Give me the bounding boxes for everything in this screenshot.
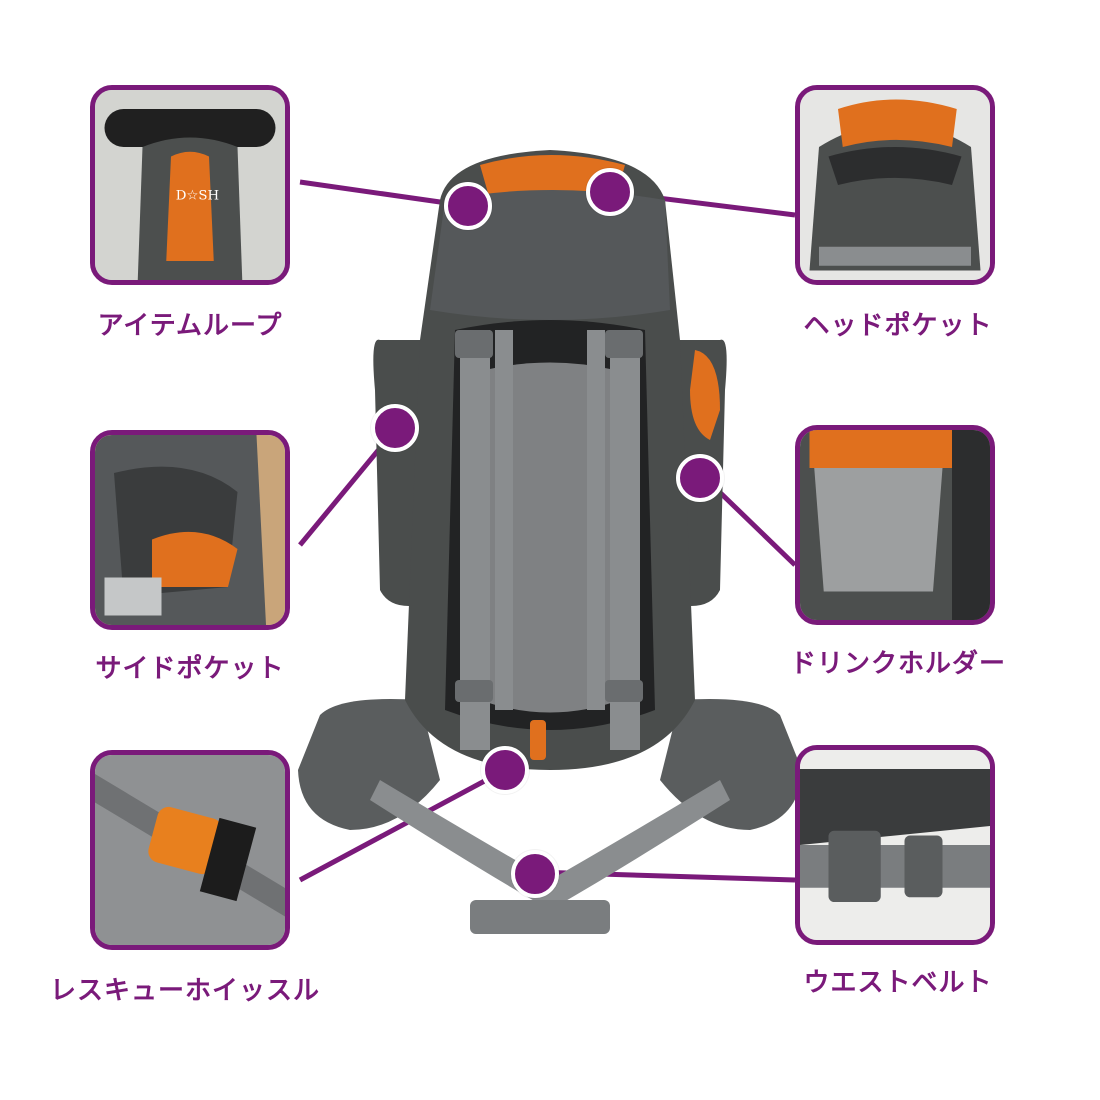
head-pocket-photo	[800, 90, 990, 280]
label-item-loop: アイテムループ	[97, 311, 283, 341]
backpack-image	[298, 150, 802, 934]
strap-inner-left	[495, 330, 513, 710]
dot-head-pocket	[586, 168, 634, 216]
waist-buckle	[470, 900, 610, 934]
dot-waist-belt	[511, 850, 559, 898]
rescue-whistle-photo	[95, 755, 285, 945]
back-mesh	[480, 362, 620, 713]
head-pocket-lid	[430, 190, 670, 320]
label-side-pocket: サイドポケット	[95, 654, 285, 684]
buckle-lower-left	[455, 680, 493, 702]
thumb-side-pocket	[90, 430, 290, 630]
thumb-head-pocket	[795, 85, 995, 285]
dot-rescue-whistle	[481, 746, 529, 794]
thumb-waist-belt	[795, 745, 995, 945]
whistle-buckle	[530, 720, 546, 760]
thumb-drink-holder	[795, 425, 995, 625]
label-waist-belt: ウエストベルト	[803, 968, 993, 998]
drink-holder-photo	[800, 430, 990, 620]
dot-item-loop	[444, 182, 492, 230]
buckle-top-left	[455, 330, 493, 358]
label-rescue-whistle: レスキューホイッスル	[50, 976, 321, 1006]
side-pocket-photo	[95, 435, 285, 625]
thumb-rescue-whistle	[90, 750, 290, 950]
item-loop-photo: D☆SH	[95, 90, 285, 280]
side-pocket-orange-trim	[690, 350, 720, 440]
connector-rescue-whistle	[298, 767, 507, 883]
buckle-lower-right	[605, 680, 643, 702]
buckle-top-right	[605, 330, 643, 358]
brand-logo: D☆SH	[176, 188, 219, 203]
thumb-item-loop: D☆SH	[90, 85, 290, 285]
label-head-pocket: ヘッドポケット	[803, 311, 993, 341]
dot-drink-holder	[676, 454, 724, 502]
dot-side-pocket	[371, 404, 419, 452]
strap-inner-right	[587, 330, 605, 710]
waist-belt-photo	[800, 750, 990, 940]
label-drink-holder: ドリンクホルダー	[789, 649, 1006, 679]
